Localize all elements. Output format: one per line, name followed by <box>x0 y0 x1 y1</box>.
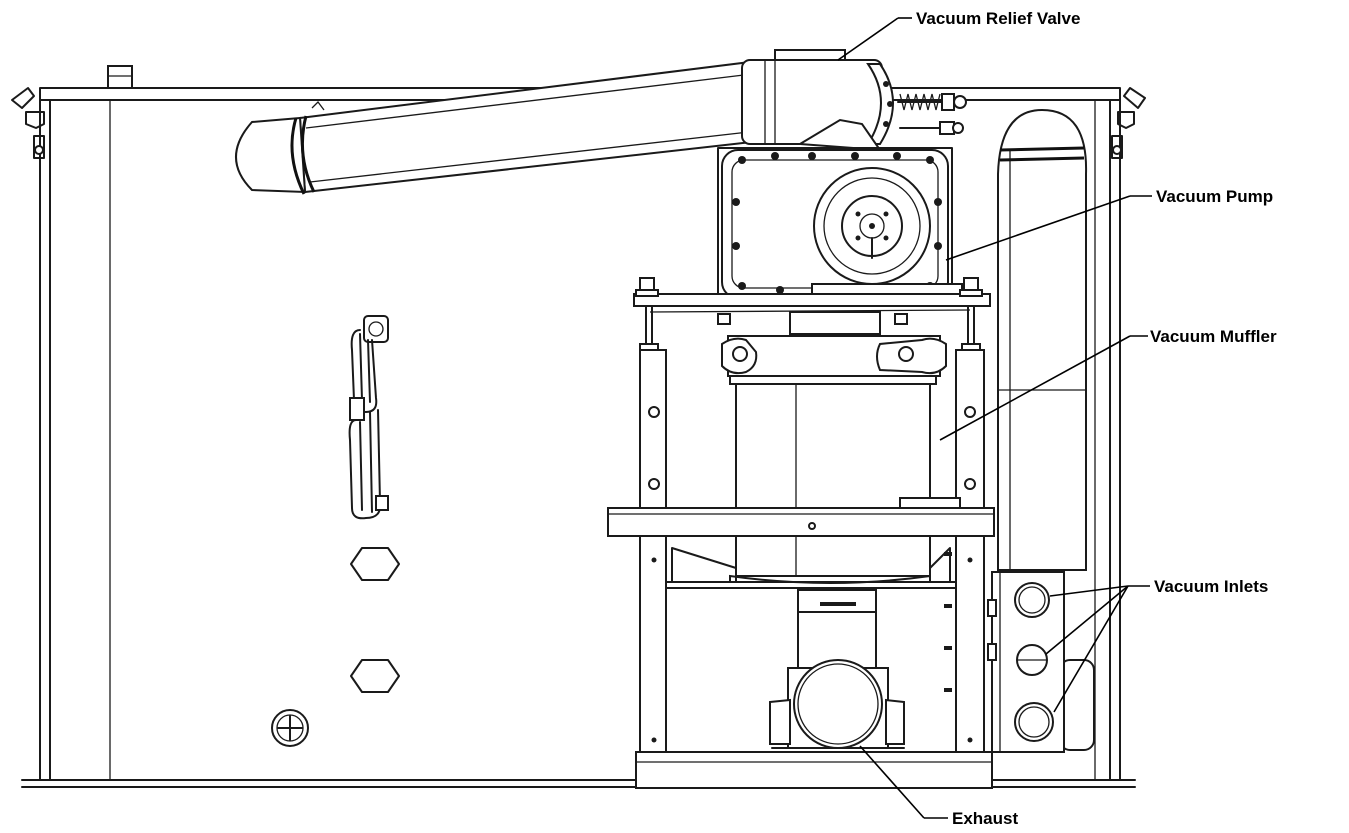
right-latch <box>1111 87 1146 159</box>
drain-fitting <box>271 709 309 747</box>
relief-spring <box>897 93 967 111</box>
vacuum-pump-label: Vacuum Pump <box>1156 187 1273 206</box>
exhaust-label: Exhaust <box>952 809 1018 828</box>
inlet-pipe <box>997 108 1095 751</box>
left-threaded-rod <box>635 277 659 353</box>
vacuum-muffler-label: Vacuum Muffler <box>1150 327 1277 346</box>
motor-mount-plate <box>633 277 991 353</box>
vacuum-hose <box>235 60 772 195</box>
callout-leaders <box>837 17 1152 819</box>
left-latch <box>11 87 45 159</box>
vacuum-pump <box>717 147 963 303</box>
inlet-box <box>987 571 1065 753</box>
lower-hex-plug <box>350 659 400 693</box>
vacuum-muffler <box>729 383 931 584</box>
exhaust <box>769 589 905 749</box>
vacuum-relief-valve-label: Vacuum Relief Valve <box>916 9 1080 28</box>
vacuum-inlets-label: Vacuum Inlets <box>1154 577 1268 596</box>
upper-hex-plug <box>350 547 400 581</box>
support-frame <box>607 349 995 789</box>
coiled-cord <box>348 315 389 520</box>
muffler-flange <box>721 335 947 385</box>
right-threaded-rod <box>959 277 983 353</box>
